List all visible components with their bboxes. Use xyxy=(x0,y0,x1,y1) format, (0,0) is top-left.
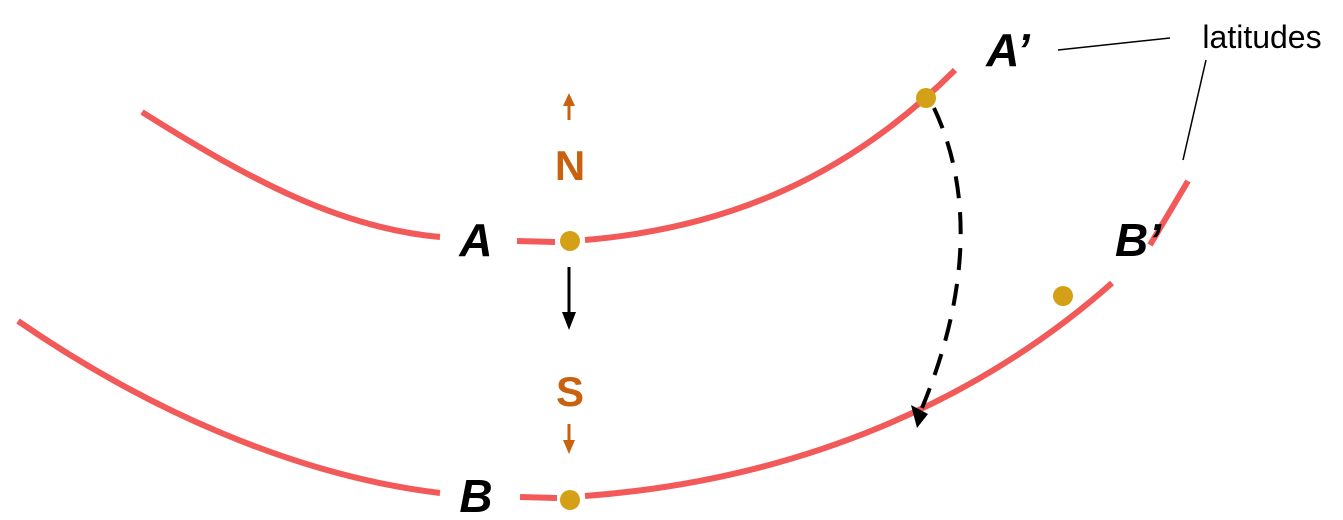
point-b-prime-dot xyxy=(1053,286,1073,306)
north-arrow-icon xyxy=(563,93,575,120)
lower-latitude-right xyxy=(584,280,1114,499)
label-a: A xyxy=(458,214,492,266)
lower-latitude-left xyxy=(16,318,441,496)
label-latitudes: latitudes xyxy=(1202,19,1321,55)
label-north: N xyxy=(555,142,585,189)
lower-latitude-top-segment xyxy=(1147,179,1191,247)
dashed-curved-arrow-icon xyxy=(911,107,963,428)
upper-latitude-right xyxy=(584,67,958,243)
upper-latitude-left xyxy=(140,109,441,240)
lower-latitude-center xyxy=(519,494,558,501)
label-a-prime: A’ xyxy=(985,24,1031,76)
label-south: S xyxy=(556,368,584,415)
point-a-prime-dot xyxy=(916,88,936,108)
leader-line-top xyxy=(1057,37,1171,51)
upper-latitude-center xyxy=(516,238,556,245)
south-arrow-icon xyxy=(563,424,575,454)
label-b: B xyxy=(459,470,492,520)
down-arrow-icon xyxy=(562,267,576,330)
leader-line-bottom xyxy=(1182,59,1207,161)
point-b-dot xyxy=(560,490,580,510)
label-b-prime: B’ xyxy=(1115,214,1162,266)
point-a-dot xyxy=(560,231,580,251)
